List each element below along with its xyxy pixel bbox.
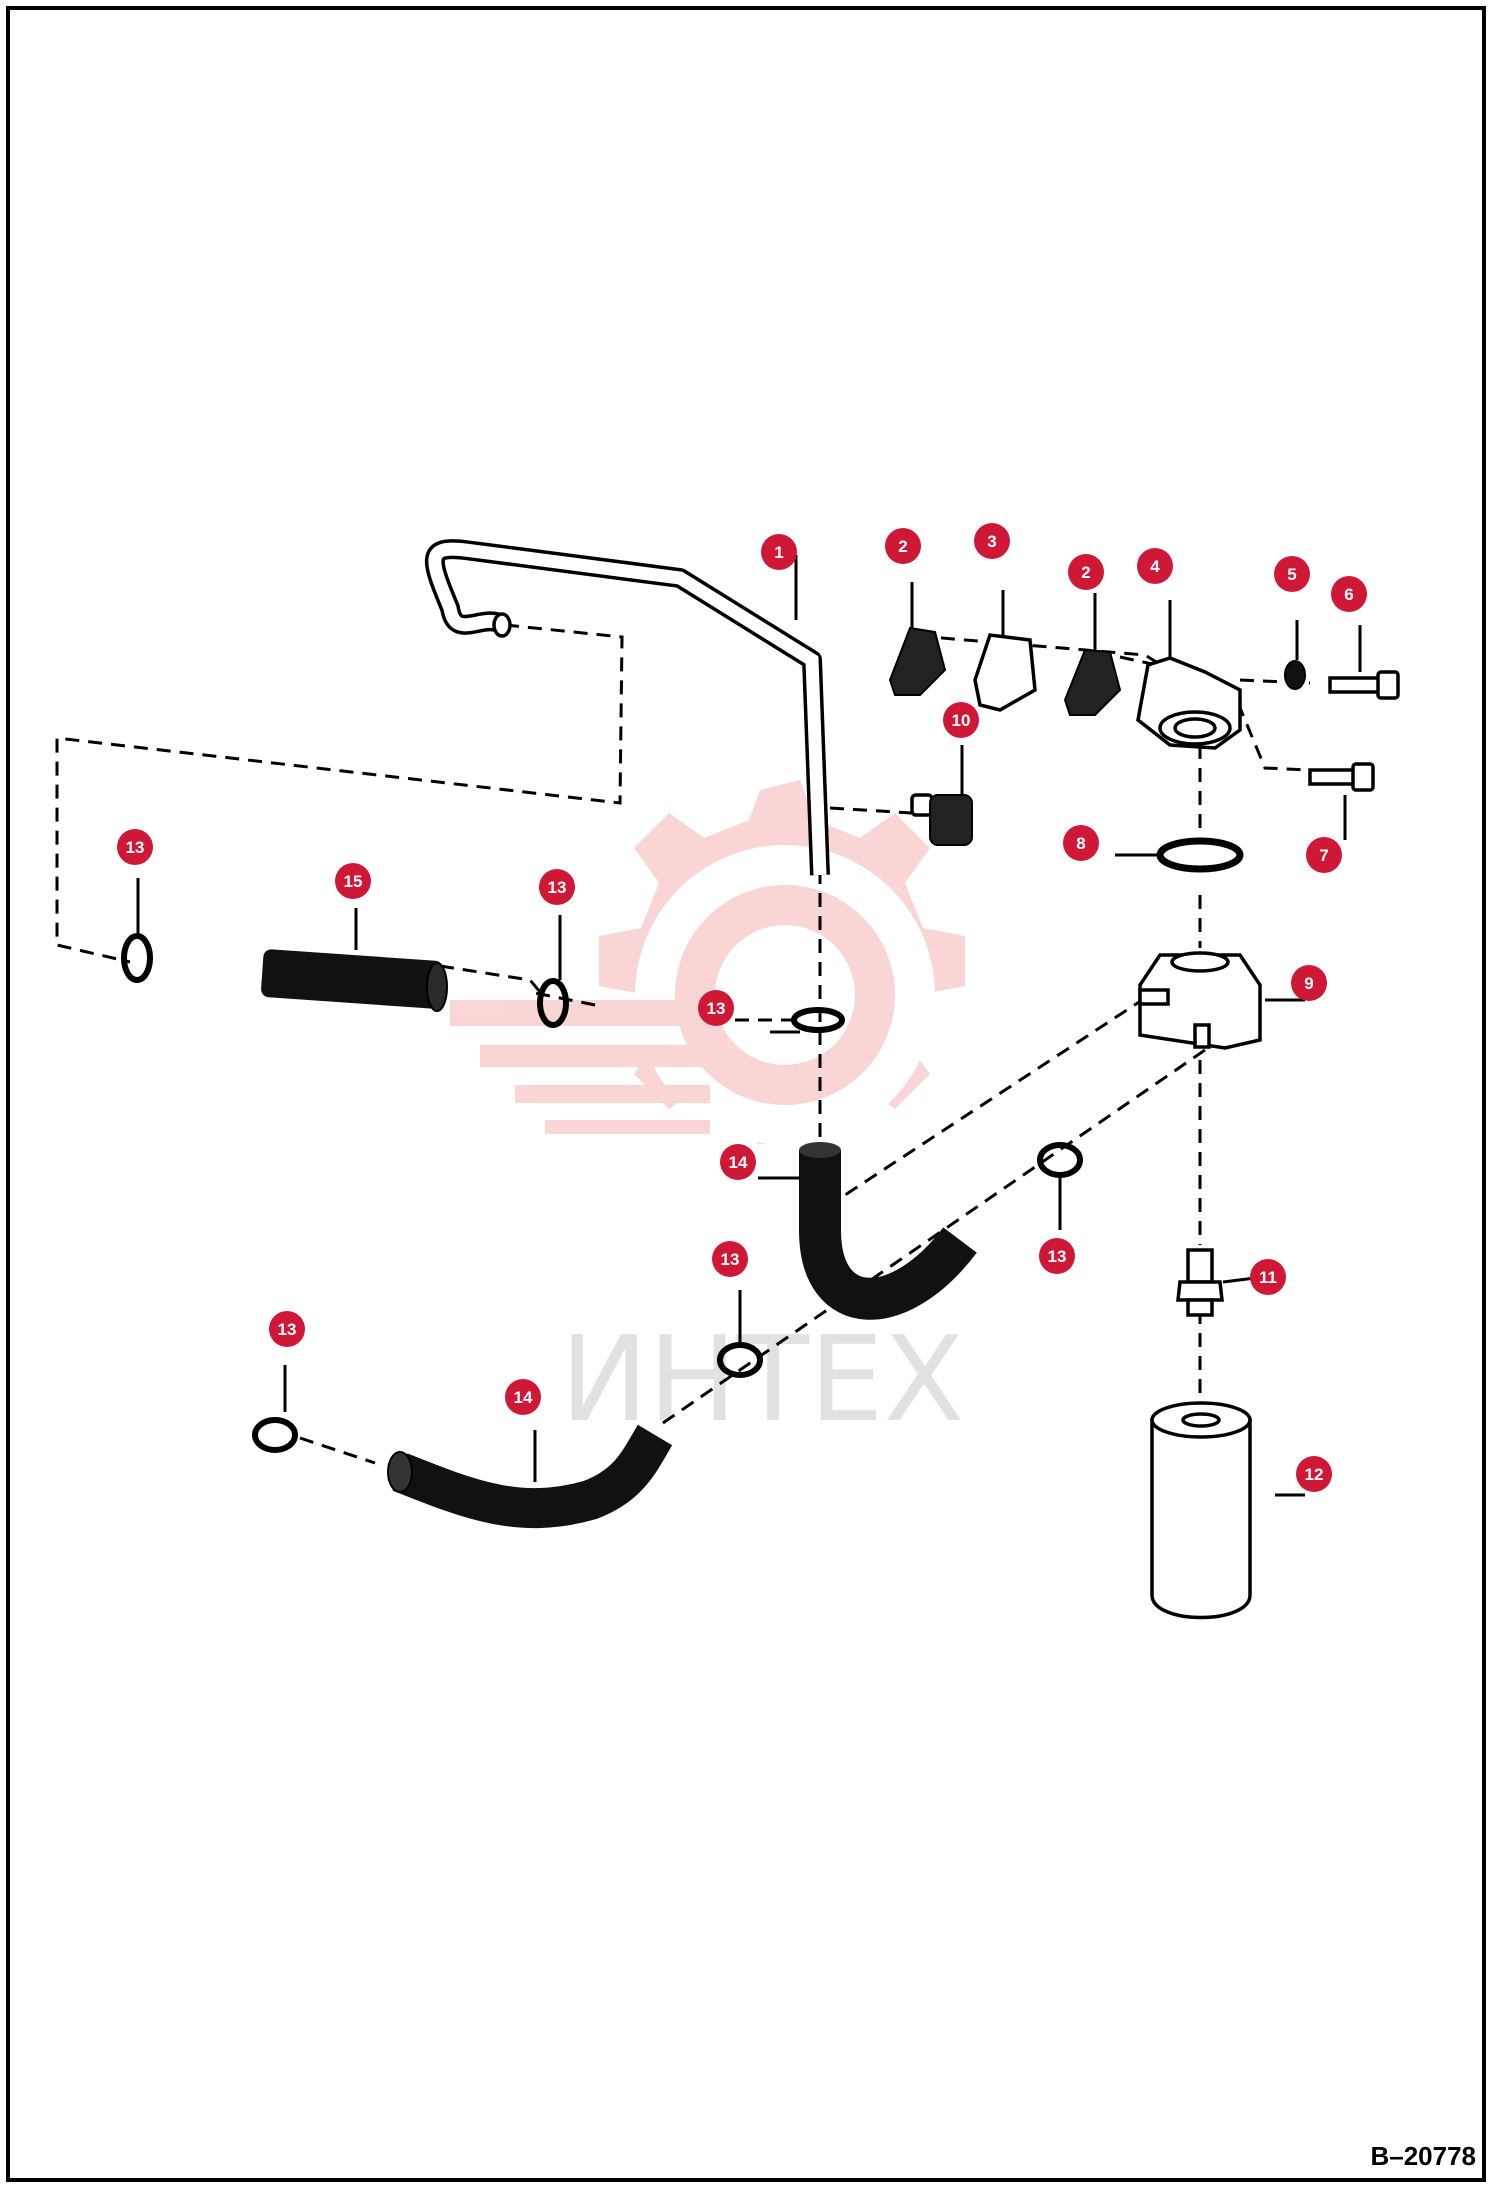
callout-10: 10 [943,702,979,738]
watermark-gear-icon [599,780,965,1144]
hose-clamp-icon [1037,1142,1083,1178]
washer-icon [1284,660,1306,690]
callout-6: 6 [1331,576,1367,612]
callout-2: 2 [1068,554,1104,590]
clip-icon [910,793,973,846]
hose-clamp-icon [717,1342,763,1378]
callout-15: 15 [335,863,371,899]
callout-1: 1 [761,534,797,570]
svg-text:11: 11 [1259,1268,1277,1287]
callout-14: 14 [720,1144,756,1180]
svg-text:2: 2 [898,537,907,556]
hose-icon [261,949,448,1012]
svg-text:9: 9 [1304,974,1313,993]
callout-3: 3 [974,523,1010,559]
callout-8: 8 [1063,825,1099,861]
hose-clamp-icon [537,978,569,1028]
callout-13: 13 [539,869,575,905]
svg-text:3: 3 [987,532,996,551]
svg-text:13: 13 [1048,1247,1067,1266]
bolt-icon [1308,762,1375,792]
callout-14: 14 [505,1379,541,1415]
drawing-reference-code: B–20778 [1370,2141,1476,2171]
svg-text:13: 13 [707,999,726,1018]
callout-13: 13 [1039,1238,1075,1274]
callout-13: 13 [712,1241,748,1277]
svg-text:6: 6 [1344,585,1353,604]
gasket-icon [888,626,947,696]
oil-filter-icon [1150,1401,1252,1620]
svg-text:12: 12 [1305,1465,1324,1484]
o-ring-icon [1156,837,1244,873]
diagram-frame [6,6,1486,2182]
gasket-icon [1063,648,1122,716]
svg-text:2: 2 [1081,563,1090,582]
callout-7: 7 [1306,837,1342,873]
svg-text:4: 4 [1150,557,1160,576]
svg-text:1: 1 [774,543,783,562]
adapter-plate-icon [973,633,1037,712]
svg-text:13: 13 [548,878,567,897]
callout-5: 5 [1274,556,1310,592]
svg-text:15: 15 [344,872,363,891]
bent-tube-icon [424,539,830,876]
bolt-icon [1328,670,1400,700]
filter-block-icon [1138,951,1262,1050]
callout-4: 4 [1137,548,1173,584]
svg-text:5: 5 [1287,565,1296,584]
svg-text:13: 13 [126,838,145,857]
watermark-text: ИНТЕХ [560,1310,964,1448]
nipple-icon [1176,1248,1224,1317]
hose-icon [799,1142,977,1320]
callout-11: 11 [1250,1259,1286,1295]
callout-9: 9 [1291,965,1327,1001]
svg-text:7: 7 [1319,846,1328,865]
svg-text:8: 8 [1076,834,1085,853]
hose-clamp-icon [252,1417,298,1453]
callout-2: 2 [885,528,921,564]
assembly-lines [55,623,1311,1465]
callout-13: 13 [698,990,734,1026]
hose-clamp-icon [791,1007,845,1033]
svg-text:13: 13 [278,1320,297,1339]
svg-text:14: 14 [729,1153,748,1172]
hose-icon [387,1424,673,1529]
callout-13: 13 [117,829,153,865]
svg-text:13: 13 [721,1250,740,1269]
callout-13: 13 [269,1311,305,1347]
filter-head-icon [1136,656,1242,750]
callout-12: 12 [1296,1456,1332,1492]
watermark-logo [450,780,965,1145]
callouts: 1 2 3 2 4 5 6 10 8 7 13 15 13 9 13 14 13… [117,523,1367,1492]
leader-lines [136,555,1362,1497]
svg-text:10: 10 [952,711,971,730]
svg-text:14: 14 [514,1388,533,1407]
hose-clamp-icon [121,933,153,983]
